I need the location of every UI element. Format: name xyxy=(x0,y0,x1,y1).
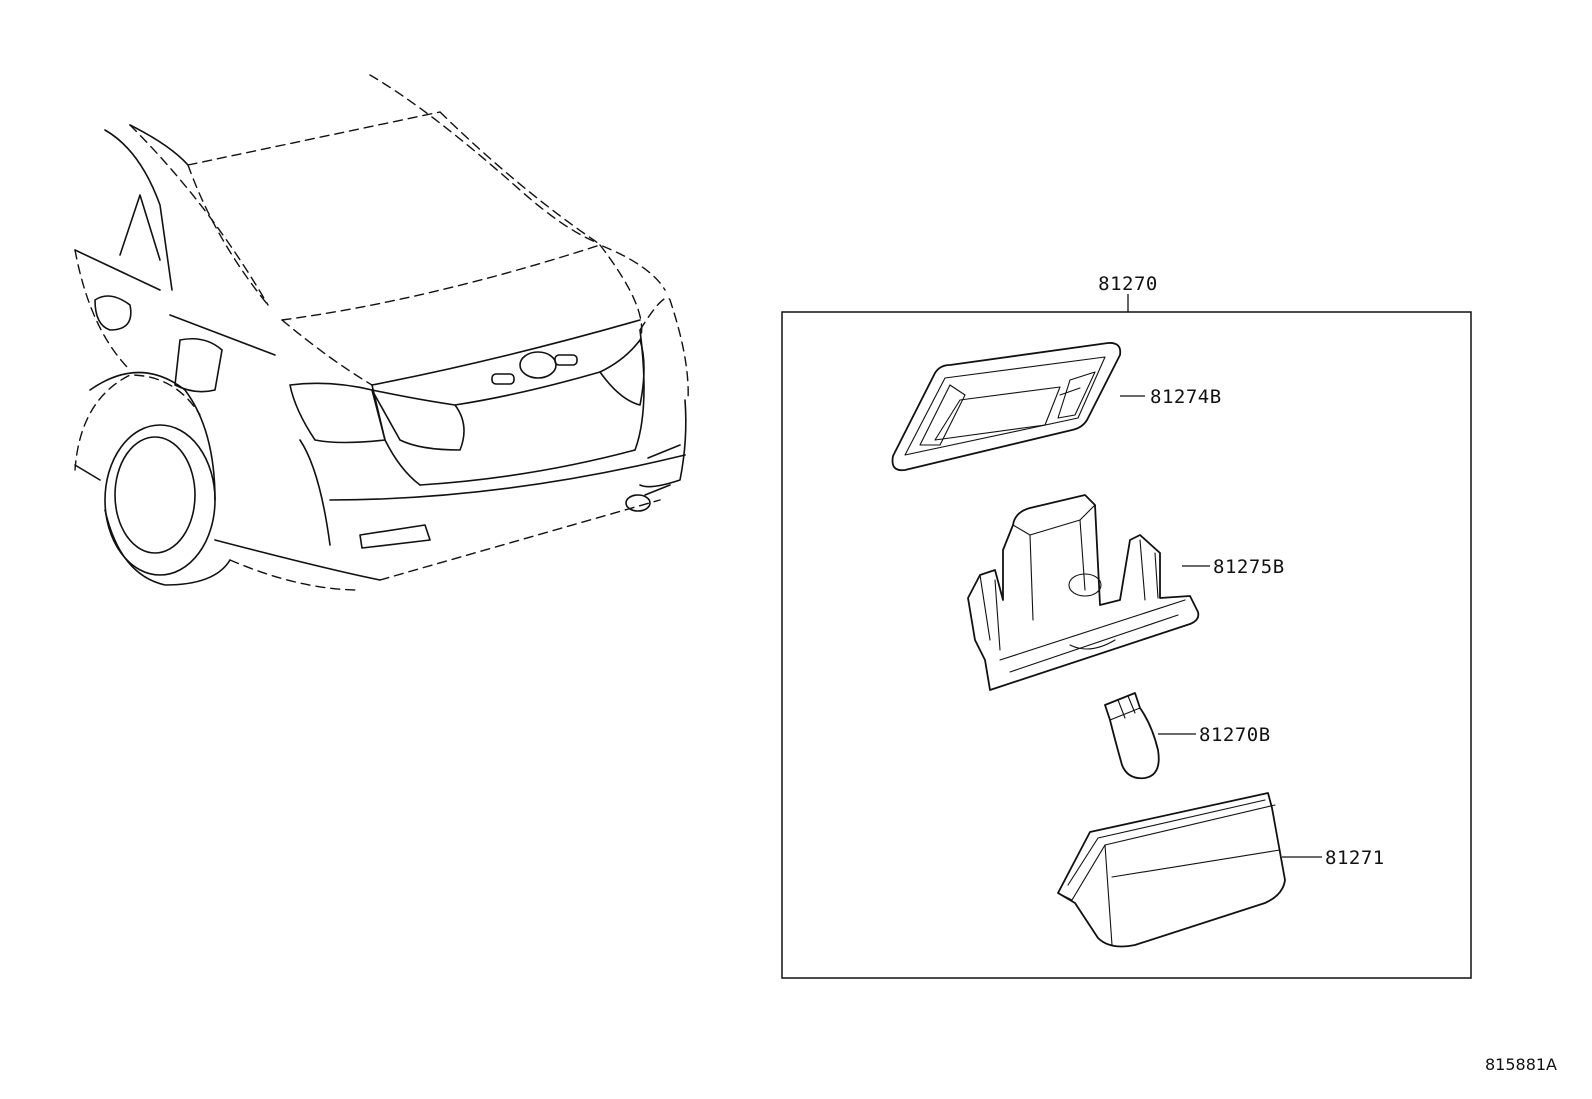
bulb-part xyxy=(1104,692,1160,780)
lens-part xyxy=(1057,792,1286,948)
gasket-part-number: 81274B xyxy=(1150,386,1222,408)
assembly-frame xyxy=(781,311,1472,979)
lens-part-number: 81271 xyxy=(1325,847,1385,869)
housing-part xyxy=(967,494,1200,691)
diagram-reference-number: 815881A xyxy=(1485,1055,1557,1074)
assembly-part-number: 81270 xyxy=(1098,273,1158,295)
housing-part-number: 81275B xyxy=(1213,556,1285,578)
bulb-part-number: 81270B xyxy=(1199,724,1271,746)
gasket-part xyxy=(891,342,1122,472)
assembly-group: 81270 xyxy=(781,273,1472,979)
vehicle-rear-view xyxy=(74,74,689,591)
